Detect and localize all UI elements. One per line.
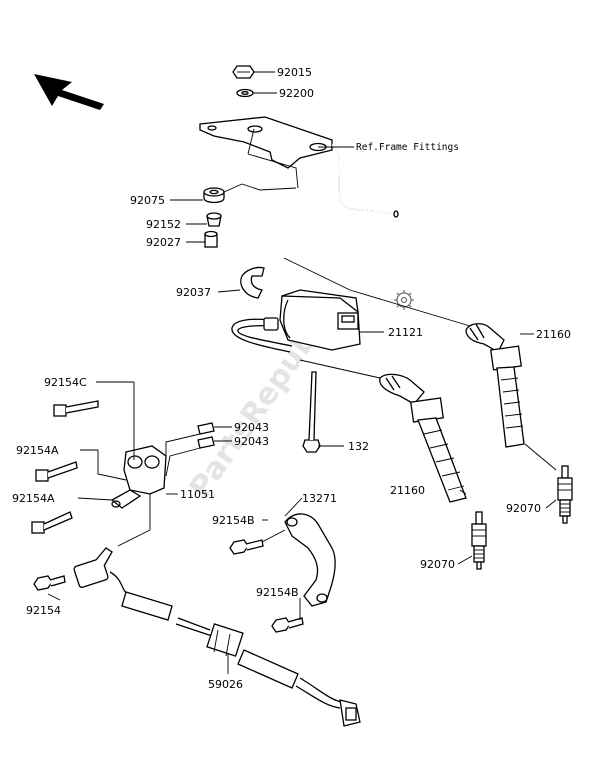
bolt-132 — [302, 371, 321, 453]
coil-mounting-bracket — [199, 116, 399, 218]
leader-lines — [47, 71, 557, 674]
label-92200: 92200 — [279, 87, 314, 100]
clamp-92037 — [240, 266, 265, 299]
bolt-92154b-upper — [229, 539, 264, 555]
bolt-92154 — [33, 575, 66, 591]
dowel-pin-92043-upper — [197, 422, 215, 435]
label-132: 132 — [348, 440, 369, 453]
spark-plug-92070-right — [557, 465, 573, 524]
label-92070-lower: 92070 — [420, 558, 455, 571]
spark-plug-cap-21160-lower — [379, 373, 467, 503]
label-21160-lower: 21160 — [390, 484, 425, 497]
label-59026: 59026 — [208, 678, 243, 691]
spark-plug-cap-21160-right — [465, 323, 525, 448]
washer-92200 — [236, 88, 254, 98]
cover-13271 — [284, 513, 336, 607]
bolt-92154b-lower — [271, 617, 304, 633]
gear-icon — [394, 290, 414, 310]
label-21121: 21121 — [388, 326, 423, 339]
ignition-coil-21121 — [231, 289, 361, 353]
label-92043-upper: 92043 — [234, 421, 269, 434]
label-21160-right: 21160 — [536, 328, 571, 341]
grommet-92075 — [203, 187, 225, 204]
label-92154a-lower: 92154A — [12, 492, 55, 505]
label-92015: 92015 — [277, 66, 312, 79]
label-92152: 92152 — [146, 218, 181, 231]
sensor-11051 — [110, 445, 167, 509]
harness-59026 — [73, 547, 361, 727]
front-direction-arrow-icon — [34, 74, 104, 110]
bushing-92027 — [204, 230, 218, 248]
bolt-92154a-upper — [35, 461, 78, 482]
label-92154b-upper: 92154B — [212, 514, 255, 527]
dowel-pin-92043-lower — [197, 436, 215, 449]
ref-frame-fittings-note: Ref.Frame Fittings — [356, 142, 459, 153]
label-92154c: 92154C — [44, 376, 87, 389]
label-92027: 92027 — [146, 236, 181, 249]
label-92075: 92075 — [130, 194, 165, 207]
label-92070-right: 92070 — [506, 502, 541, 515]
collar-92152 — [206, 212, 222, 227]
label-11051: 11051 — [180, 488, 215, 501]
spark-plug-92070-lower — [471, 511, 487, 570]
label-92154a-upper: 92154A — [16, 444, 59, 457]
bolt-92154c — [53, 400, 99, 417]
label-13271: 13271 — [302, 492, 337, 505]
label-92037: 92037 — [176, 286, 211, 299]
label-92154b-lower: 92154B — [256, 586, 299, 599]
label-92154: 92154 — [26, 604, 61, 617]
label-92043-lower: 92043 — [234, 435, 269, 448]
bolt-92154a-lower — [31, 511, 73, 534]
nut-92015 — [232, 65, 255, 79]
